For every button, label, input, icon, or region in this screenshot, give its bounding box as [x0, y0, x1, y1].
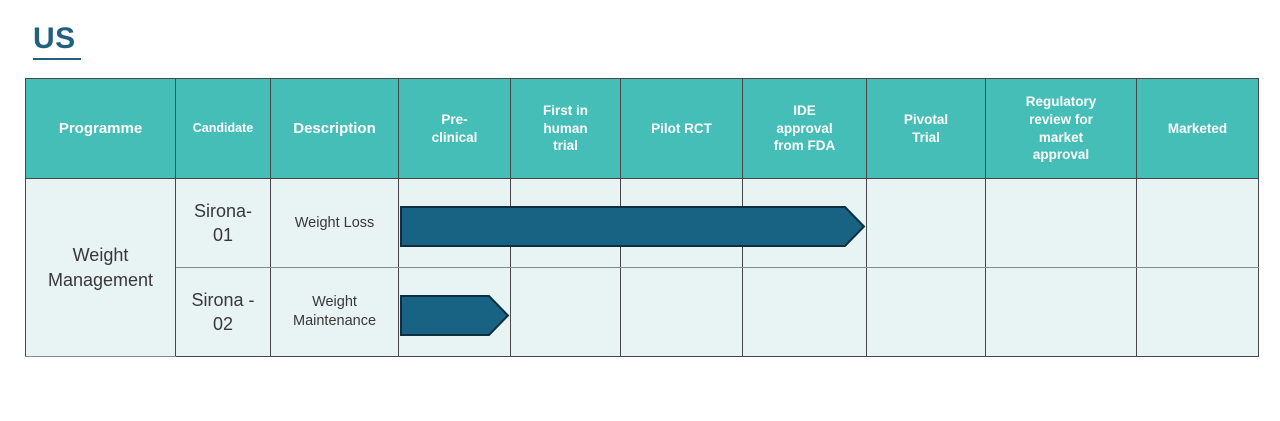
candidate-cell-sirona-01: Sirona- 01 — [175, 178, 271, 268]
table-row-sirona-01: Weight Management Sirona- 01 Weight Loss — [25, 178, 1259, 357]
stage-cell-ide-approval — [742, 267, 867, 357]
stage-cell-regulatory — [985, 178, 1137, 268]
column-header-pre-clinical: Pre- clinical — [398, 78, 511, 179]
stage-cell-pivotal-trial — [866, 267, 986, 357]
stage-cell-pivotal-trial — [866, 178, 986, 268]
column-header-candidate: Candidate — [175, 78, 271, 179]
column-header-first-in-human-trial: First in human trial — [510, 78, 621, 179]
column-header-regulatory-review: Regulatory review for market approval — [985, 78, 1137, 179]
pipeline-table: Programme Candidate Description Pre- cli… — [25, 78, 1259, 357]
description-cell-weight-maintenance: Weight Maintenance — [270, 267, 399, 357]
page-title: US — [33, 22, 81, 60]
stage-cell-pre-clinical — [398, 178, 511, 268]
page-title-text: US — [33, 22, 81, 60]
column-header-pilot-rct: Pilot RCT — [620, 78, 743, 179]
column-header-programme: Programme — [25, 78, 176, 179]
stage-cell-marketed — [1136, 267, 1259, 357]
programme-cell: Weight Management — [25, 178, 176, 357]
stage-cell-regulatory — [985, 267, 1137, 357]
column-header-description: Description — [270, 78, 399, 179]
description-cell-weight-loss: Weight Loss — [270, 178, 399, 268]
table-row-sirona-02: Sirona - 02 Weight Maintenance — [26, 267, 1259, 357]
stage-cell-first-in-human — [510, 178, 621, 268]
header-row: Programme Candidate Description Pre- cli… — [25, 78, 1259, 179]
column-header-pivotal-trial: Pivotal Trial — [866, 78, 986, 179]
stage-cell-pilot-rct — [620, 267, 743, 357]
stage-cell-first-in-human — [510, 267, 621, 357]
pipeline-table-wrap: Programme Candidate Description Pre- cli… — [25, 78, 1259, 357]
stage-cell-ide-approval — [742, 178, 867, 268]
candidate-cell-sirona-02: Sirona - 02 — [175, 267, 271, 357]
stage-cell-pilot-rct — [620, 178, 743, 268]
stage-cell-pre-clinical — [398, 267, 511, 357]
stage-cell-marketed — [1136, 178, 1259, 268]
column-header-marketed: Marketed — [1136, 78, 1259, 179]
column-header-ide-approval-from-fda: IDE approval from FDA — [742, 78, 867, 179]
